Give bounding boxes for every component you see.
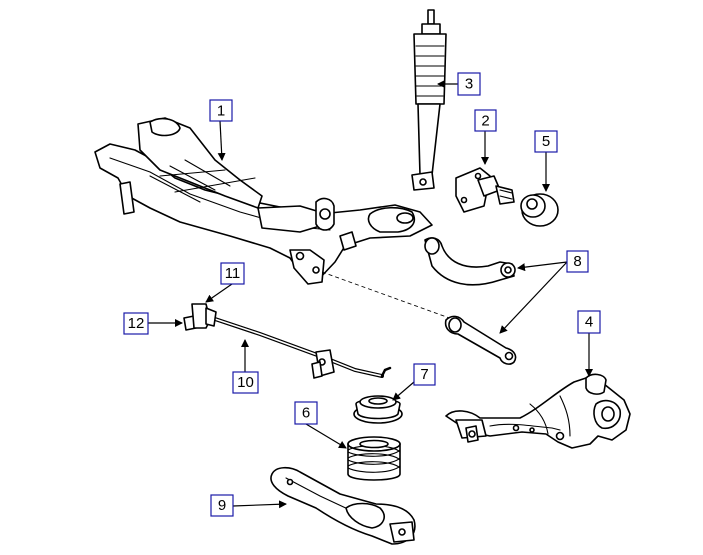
callout-8-label: 8 (573, 253, 581, 270)
callout-5-label: 5 (542, 133, 550, 150)
shock-absorber-part (411, 9, 447, 191)
callout-11: 11 (220, 262, 245, 285)
callout-12: 12 (123, 312, 149, 335)
callout-9-label: 9 (218, 497, 226, 514)
callout-10-label: 10 (237, 374, 254, 391)
spring-insulator-part (353, 395, 403, 424)
callout-4: 4 (577, 310, 601, 334)
lower-spring-arm-part (270, 466, 416, 545)
callout-7: 7 (413, 363, 436, 386)
crossmember-part (94, 117, 433, 285)
lower-control-arm-part (444, 315, 517, 365)
callout-3-label: 3 (465, 76, 473, 93)
callout-2-label: 2 (481, 113, 489, 130)
callout-6-label: 6 (302, 405, 310, 422)
callout-4-label: 4 (585, 314, 593, 331)
callout-8: 8 (566, 250, 589, 273)
mounting-line (321, 271, 456, 321)
callout-3: 3 (457, 72, 481, 96)
callout-12-label: 12 (128, 315, 145, 332)
stabilizer-bar-part (183, 303, 392, 379)
callout-1: 1 (209, 99, 233, 122)
callout-1-label: 1 (217, 103, 225, 120)
bushing-part (520, 193, 559, 227)
leader-lines (148, 80, 593, 509)
ball-joint-part (455, 167, 515, 213)
callout-10: 10 (232, 371, 259, 394)
coil-spring-part (347, 436, 401, 481)
knuckle-part (445, 373, 631, 449)
callout-5: 5 (534, 130, 558, 153)
callout-7-label: 7 (420, 366, 428, 383)
callout-2: 2 (474, 109, 497, 132)
upper-control-arm-part (424, 237, 516, 286)
callout-11-label: 11 (225, 265, 241, 282)
callout-9: 9 (210, 494, 234, 517)
callout-6: 6 (294, 401, 318, 425)
